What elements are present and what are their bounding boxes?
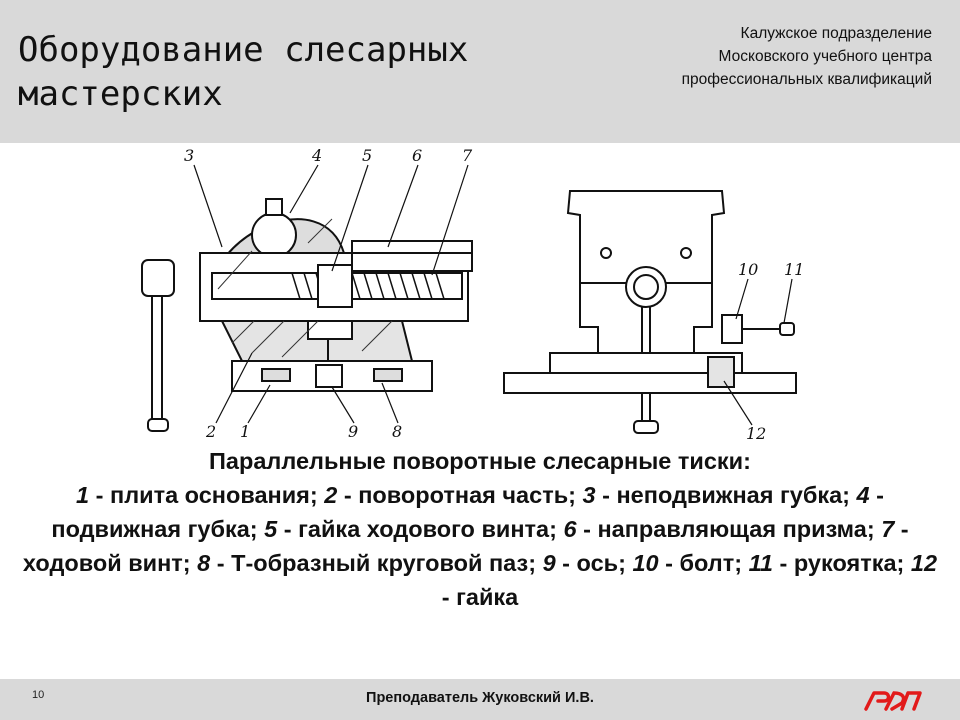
callout-7: 7 — [462, 146, 473, 165]
org-line-1: Калужское подразделение — [740, 25, 932, 42]
legend-item: 4 - подвижная губка; — [51, 482, 884, 542]
legend-item-separator: - — [441, 584, 457, 610]
legend-item-number: 5 — [264, 516, 278, 542]
caption-legend: 1 - плита основания; 2 - поворотная част… — [23, 482, 937, 610]
legend-item-separator: - — [555, 550, 577, 576]
callout-5: 5 — [362, 146, 372, 165]
legend-item-number: 6 — [563, 516, 577, 542]
callout-12: 12 — [746, 424, 766, 443]
figure-caption: Параллельные поворотные слесарные тиски:… — [20, 444, 940, 614]
legend-item: 11 - рукоятка; — [749, 550, 905, 576]
legend-item-separator: - — [337, 482, 359, 508]
org-line-2: Московского учебного центра — [718, 48, 932, 65]
legend-item-number: 1 — [76, 482, 90, 508]
callout-1: 1 — [240, 422, 250, 441]
legend-item-number: 9 — [542, 550, 556, 576]
slide-footer: 10 Преподаватель Жуковский И.В. — [0, 679, 960, 720]
legend-item-text: гайка — [456, 584, 519, 610]
legend-item-text: болт; — [679, 550, 743, 576]
vise-section-view: 3 4 5 6 7 2 1 9 8 — [141, 146, 473, 441]
callout-4: 4 — [311, 146, 322, 165]
legend-item-text: гайка ходового винта; — [298, 516, 557, 542]
legend-item-separator: - — [89, 482, 110, 508]
callout-9: 9 — [348, 422, 358, 441]
page-number: 10 — [32, 689, 45, 701]
caption-heading: Параллельные поворотные слесарные тиски: — [209, 448, 751, 474]
legend-item-text: рукоятка; — [793, 550, 905, 576]
legend-item-separator: - — [894, 516, 909, 542]
legend-item-separator: - — [210, 550, 232, 576]
vise-drawing: 3 4 5 6 7 2 1 9 8 10 — [112, 143, 810, 443]
legend-item-text: плита основания; — [110, 482, 318, 508]
rzd-logo — [864, 691, 922, 711]
legend-item-separator: - — [773, 550, 794, 576]
teacher-name: Преподаватель Жуковский И.В. — [366, 690, 594, 706]
legend-item-number: 10 — [632, 550, 659, 576]
legend-item-text: ходовой винт; — [22, 550, 191, 576]
callout-6: 6 — [412, 146, 422, 165]
legend-item-separator: - — [658, 550, 680, 576]
callout-3: 3 — [184, 146, 194, 165]
title-line-2: мастерских — [18, 74, 223, 114]
legend-item: 1 - плита основания; — [76, 482, 318, 508]
org-line-3: профессиональных квалификаций — [681, 71, 932, 88]
legend-item-text: направляющая призма; — [597, 516, 875, 542]
legend-item: 3 - неподвижная губка; — [583, 482, 850, 508]
legend-item-text: подвижная губка; — [51, 516, 258, 542]
vise-end-view: 10 11 12 — [503, 190, 804, 443]
legend-item-text: поворотная часть; — [358, 482, 576, 508]
legend-item: 10 - болт; — [632, 550, 742, 576]
legend-item-number: 7 — [881, 516, 895, 542]
callout-10: 10 — [738, 260, 758, 279]
legend-item: 12 - гайка — [442, 550, 937, 610]
legend-item-separator: - — [869, 482, 884, 508]
slide-title: Оборудование слесарных мастерских — [18, 28, 578, 116]
legend-item-text: ось; — [576, 550, 626, 576]
legend-item-separator: - — [595, 482, 617, 508]
legend-item: 8 - Т-образный круговой паз; — [197, 550, 536, 576]
legend-item-separator: - — [576, 516, 598, 542]
legend-item-text: Т-образный круговой паз; — [231, 550, 537, 576]
legend-item-number: 12 — [910, 550, 938, 576]
legend-item-number: 3 — [582, 482, 596, 508]
legend-item-number: 4 — [856, 482, 870, 508]
callout-11: 11 — [784, 260, 804, 279]
legend-item: 9 - ось; — [543, 550, 626, 576]
legend-item: 7 - ходовой винт; — [23, 516, 909, 576]
slide-header: Оборудование слесарных мастерских Калужс… — [0, 0, 960, 143]
callout-8: 8 — [392, 422, 402, 441]
callout-2: 2 — [205, 422, 216, 441]
title-line-1: Оборудование слесарных — [18, 30, 469, 70]
legend-item-number: 2 — [324, 482, 338, 508]
legend-item: 6 - направляющая призма; — [563, 516, 874, 542]
legend-item-number: 8 — [197, 550, 211, 576]
legend-item-separator: - — [277, 516, 299, 542]
legend-item: 5 - гайка ходового винта; — [264, 516, 557, 542]
legend-item: 2 - поворотная часть; — [324, 482, 576, 508]
organization-block: Калужское подразделение Московского учеб… — [572, 22, 932, 91]
legend-item-number: 11 — [748, 550, 773, 576]
legend-item-text: неподвижная губка; — [616, 482, 850, 508]
